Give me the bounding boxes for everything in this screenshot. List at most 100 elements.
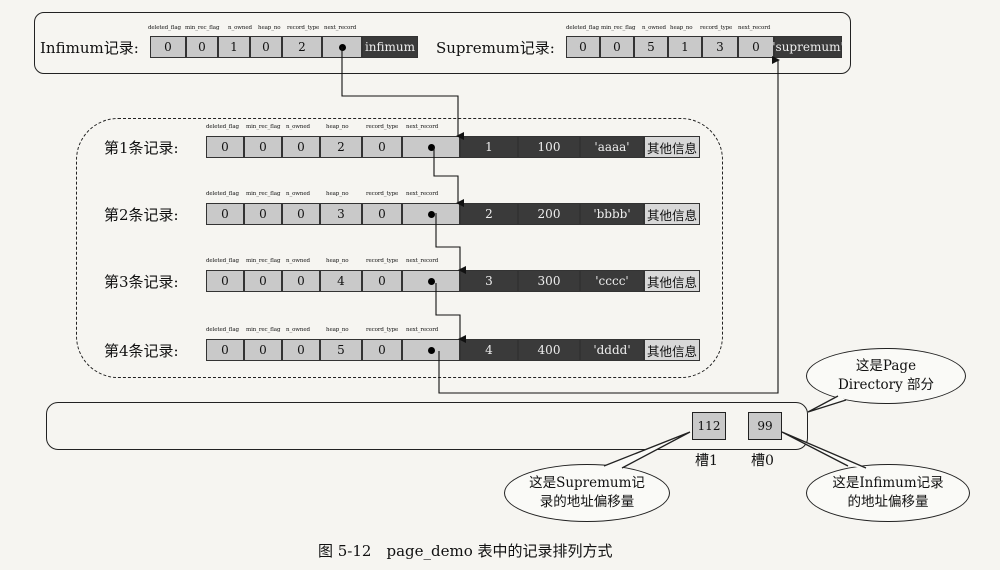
record-n-owned: 0 xyxy=(282,136,320,158)
record-record-type: 0 xyxy=(362,203,402,225)
record-header: record_type xyxy=(366,258,399,264)
record-heap-no: 5 xyxy=(320,339,362,361)
pointer-dot xyxy=(427,143,435,151)
record-header: heap_no xyxy=(326,191,349,197)
supremum-n-owned: 5 xyxy=(634,36,668,58)
figure-caption: 图 5-12 page_demo 表中的记录排列方式 xyxy=(318,542,613,560)
infimum-heap-no: 0 xyxy=(250,36,282,58)
record-header: next_record xyxy=(406,191,439,197)
pointer-dot xyxy=(427,277,435,285)
infimum-offset-callout: 这是Infimum记录的地址偏移量 xyxy=(806,464,970,522)
record-col-c2: 400 xyxy=(518,339,580,361)
record-n-owned: 0 xyxy=(282,339,320,361)
record-next-record xyxy=(402,339,460,361)
record-other-info: 其他信息 xyxy=(644,270,700,292)
page-directory-frame xyxy=(46,402,808,450)
supremum-heap-no: 1 xyxy=(668,36,702,58)
infimum-data: infimum xyxy=(362,36,418,58)
record-header: record_type xyxy=(366,124,399,130)
record-header: n_owned xyxy=(286,124,310,130)
supremum-header: min_rec_flag xyxy=(601,25,636,31)
record-header: deleted_flag xyxy=(206,258,239,264)
record-col-c1: 3 xyxy=(460,270,518,292)
record-header: deleted_flag xyxy=(206,124,239,130)
supremum-record-type: 3 xyxy=(702,36,738,58)
record-header: min_rec_flag xyxy=(246,124,281,130)
record-col-c2: 200 xyxy=(518,203,580,225)
supremum-header: n_owned xyxy=(642,25,666,31)
record-col-c3: 'aaaa' xyxy=(580,136,644,158)
record-record-type: 0 xyxy=(362,270,402,292)
record-n-owned: 0 xyxy=(282,270,320,292)
record-other-info: 其他信息 xyxy=(644,203,700,225)
slot-0-box: 99 xyxy=(748,412,782,440)
slot-1-box: 112 xyxy=(692,412,726,440)
infimum-header: n_owned xyxy=(228,25,252,31)
record-min-rec-flag: 0 xyxy=(244,203,282,225)
record-header: record_type xyxy=(366,191,399,197)
record-col-c3: 'bbbb' xyxy=(580,203,644,225)
supremum-header: heap_no xyxy=(670,25,693,31)
record-next-record xyxy=(402,136,460,158)
supremum-deleted-flag: 0 xyxy=(566,36,600,58)
record-next-record xyxy=(402,203,460,225)
infimum-label: Infimum记录: xyxy=(40,39,139,57)
record-deleted-flag: 0 xyxy=(206,136,244,158)
pointer-dot xyxy=(338,43,346,51)
record-col-c2: 100 xyxy=(518,136,580,158)
supremum-header: deleted_flag xyxy=(566,25,599,31)
record-deleted-flag: 0 xyxy=(206,203,244,225)
record-record-type: 0 xyxy=(362,136,402,158)
record-header: min_rec_flag xyxy=(246,327,281,333)
infimum-offset-callout-text: 这是Infimum记录的地址偏移量 xyxy=(832,475,944,510)
infimum-record-type: 2 xyxy=(282,36,322,58)
record-label: 第2条记录: xyxy=(104,206,179,224)
record-col-c1: 2 xyxy=(460,203,518,225)
record-header: min_rec_flag xyxy=(246,258,281,264)
page-directory-callout-text: 这是Page Directory 部分 xyxy=(837,358,935,393)
infimum-n-owned: 1 xyxy=(218,36,250,58)
record-col-c2: 300 xyxy=(518,270,580,292)
record-header: next_record xyxy=(406,327,439,333)
supremum-next-record: 0 xyxy=(738,36,774,58)
record-header: min_rec_flag xyxy=(246,191,281,197)
infimum-header: record_type xyxy=(287,25,320,31)
record-min-rec-flag: 0 xyxy=(244,136,282,158)
supremum-header: record_type xyxy=(700,25,733,31)
supremum-data: 'supremum' xyxy=(772,36,844,58)
record-header: n_owned xyxy=(286,191,310,197)
page-directory-callout: 这是Page Directory 部分 xyxy=(806,348,966,404)
record-header: heap_no xyxy=(326,327,349,333)
infimum-next-record xyxy=(322,36,362,58)
record-heap-no: 3 xyxy=(320,203,362,225)
slot-0-label: 槽0 xyxy=(751,453,774,469)
record-min-rec-flag: 0 xyxy=(244,339,282,361)
infimum-header: next_record xyxy=(324,25,357,31)
record-header: next_record xyxy=(406,124,439,130)
record-header: n_owned xyxy=(286,327,310,333)
record-other-info: 其他信息 xyxy=(644,339,700,361)
supremum-offset-callout-text: 这是Supremum记录的地址偏移量 xyxy=(529,475,645,510)
record-heap-no: 2 xyxy=(320,136,362,158)
record-header: deleted_flag xyxy=(206,191,239,197)
pointer-dot xyxy=(427,210,435,218)
record-header: heap_no xyxy=(326,124,349,130)
record-header: n_owned xyxy=(286,258,310,264)
record-next-record xyxy=(402,270,460,292)
record-label: 第4条记录: xyxy=(104,342,179,360)
record-header: next_record xyxy=(406,258,439,264)
record-record-type: 0 xyxy=(362,339,402,361)
record-col-c1: 4 xyxy=(460,339,518,361)
infimum-header: heap_no xyxy=(258,25,281,31)
supremum-header: next_record xyxy=(738,25,771,31)
record-col-c3: 'cccc' xyxy=(580,270,644,292)
record-header: record_type xyxy=(366,327,399,333)
record-header: deleted_flag xyxy=(206,327,239,333)
record-col-c1: 1 xyxy=(460,136,518,158)
supremum-min-rec-flag: 0 xyxy=(600,36,634,58)
record-min-rec-flag: 0 xyxy=(244,270,282,292)
pointer-dot xyxy=(427,346,435,354)
record-n-owned: 0 xyxy=(282,203,320,225)
record-heap-no: 4 xyxy=(320,270,362,292)
infimum-deleted-flag: 0 xyxy=(150,36,186,58)
